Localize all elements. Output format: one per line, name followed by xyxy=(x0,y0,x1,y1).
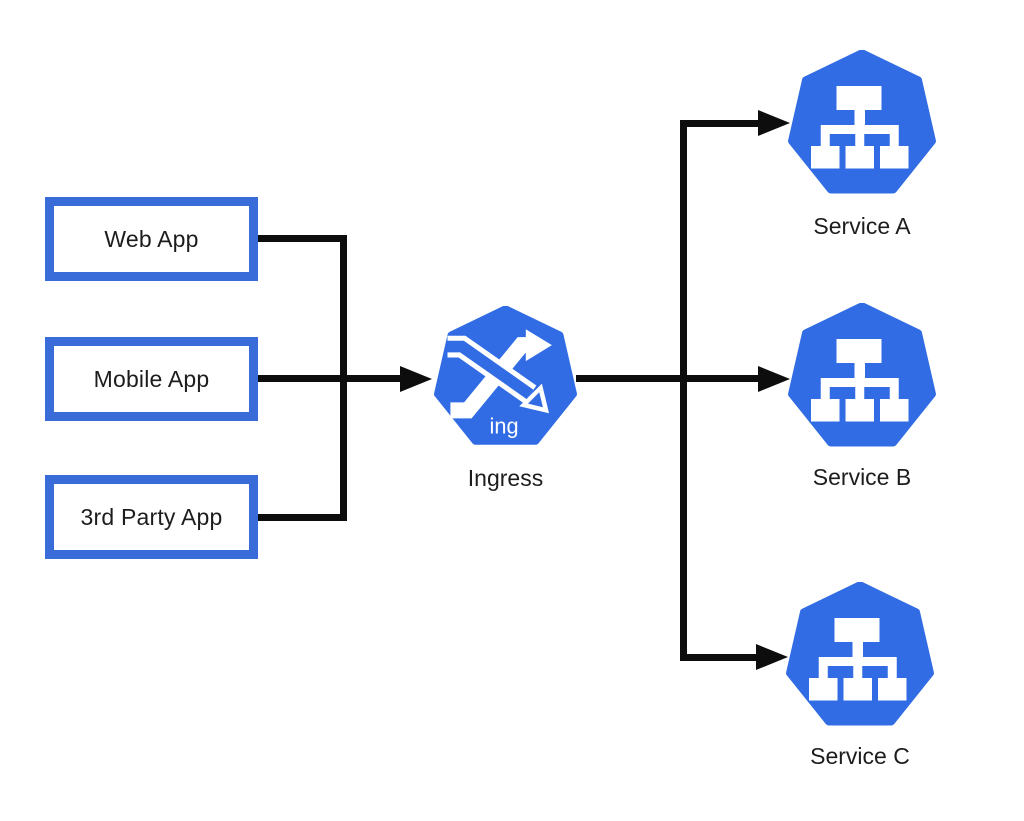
edge-web-app-to-merge xyxy=(258,235,347,242)
service-c-label: Service C xyxy=(810,743,910,769)
edge-split-to-service-c xyxy=(680,654,756,661)
kubernetes-service-c-icon xyxy=(785,582,935,732)
edge-mobile-to-ingress xyxy=(258,375,402,382)
kubernetes-ingress-icon: ing xyxy=(434,306,577,445)
service-a-label: Service A xyxy=(813,213,911,239)
arrowhead-into-service-b-icon xyxy=(758,366,790,392)
node-3rd-party-app: 3rd Party App xyxy=(45,475,258,559)
node-web-app: Web App xyxy=(45,197,258,281)
edge-3rd-party-to-merge xyxy=(258,514,347,521)
ingress-label: Ingress xyxy=(467,465,544,491)
kubernetes-service-b-icon xyxy=(787,303,937,453)
arrowhead-into-service-a-icon xyxy=(758,110,790,136)
edge-split-to-service-a xyxy=(680,120,758,127)
edge-ingress-to-service-b xyxy=(576,375,758,382)
ingress-badge-text: ing xyxy=(490,414,519,439)
arrowhead-into-service-c-icon xyxy=(756,644,788,670)
node-3rd-party-app-label: 3rd Party App xyxy=(80,503,223,530)
node-mobile-app-label: Mobile App xyxy=(93,365,210,392)
kubernetes-service-a-icon xyxy=(787,50,937,200)
edge-split-vertical xyxy=(680,120,687,661)
node-web-app-label: Web App xyxy=(104,225,199,252)
arrowhead-into-ingress-icon xyxy=(400,366,432,392)
service-b-label: Service B xyxy=(812,464,912,490)
node-mobile-app: Mobile App xyxy=(45,337,258,421)
